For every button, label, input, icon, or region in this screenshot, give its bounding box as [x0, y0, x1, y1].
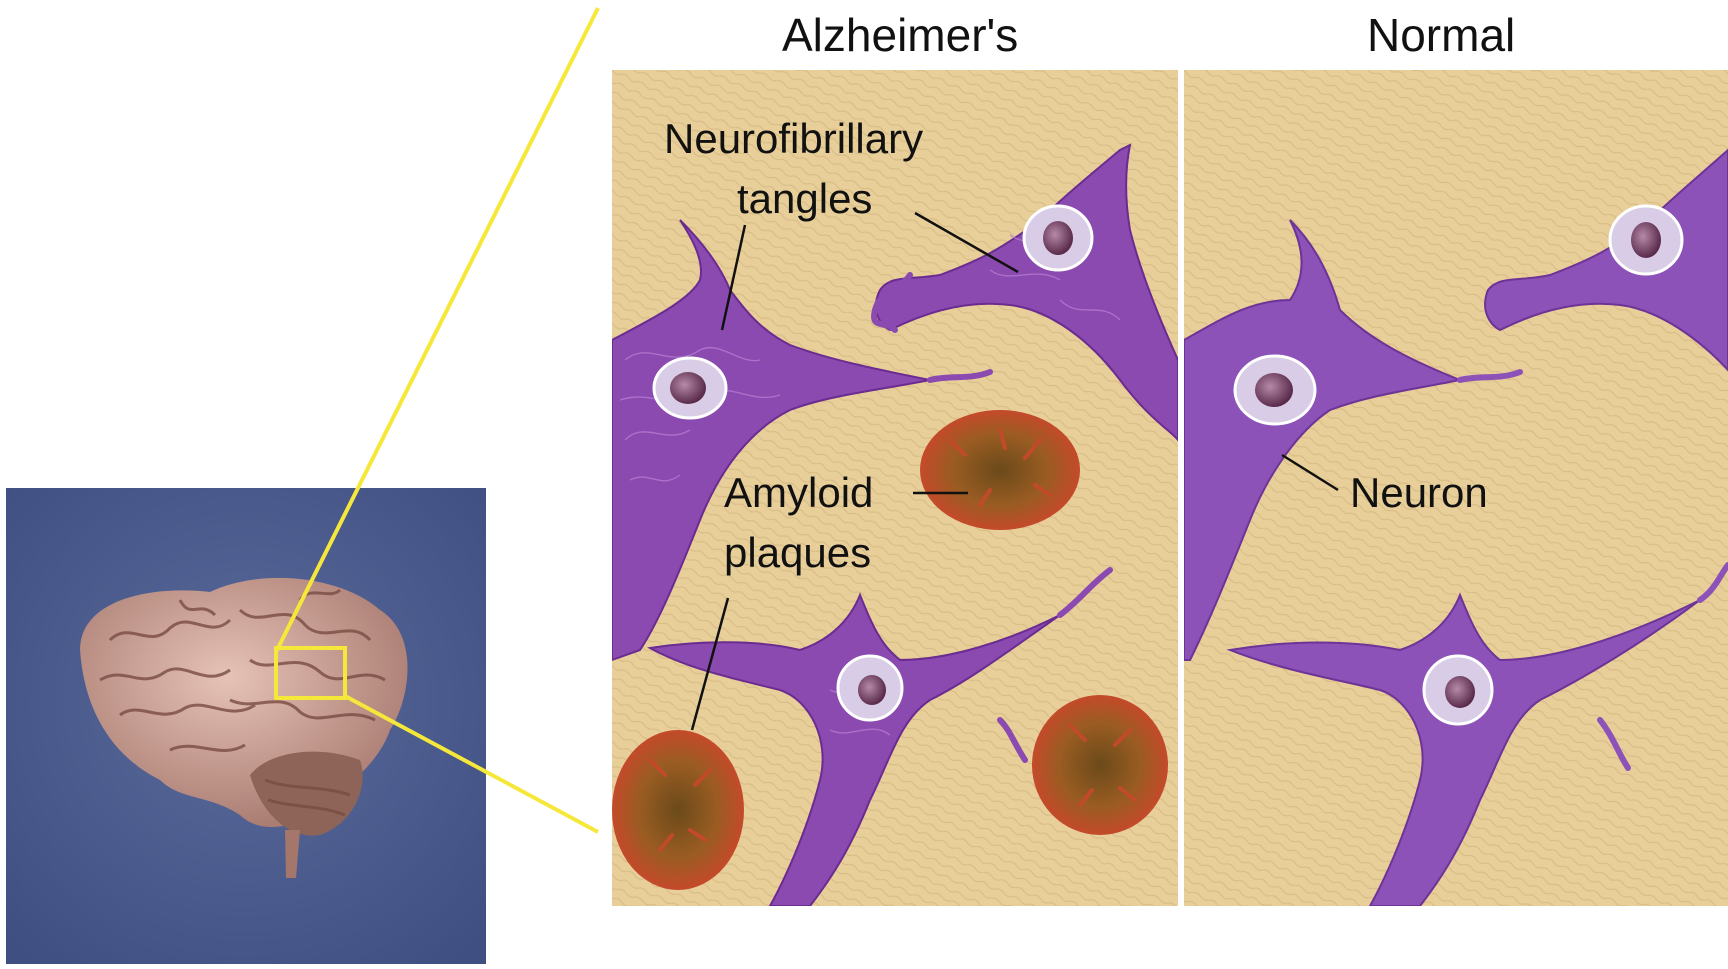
label-neuron: Neuron	[1350, 472, 1488, 514]
label-tangles-line2: tangles	[737, 178, 872, 220]
amyloid-plaque	[1032, 695, 1168, 835]
normal-title: Normal	[1367, 8, 1515, 62]
label-tangles-line1: Neurofibrillary	[664, 118, 923, 160]
amyloid-plaque	[920, 410, 1080, 530]
alzheimers-panel	[612, 70, 1178, 906]
label-plaques-line2: plaques	[724, 532, 871, 574]
alzheimers-title: Alzheimer's	[782, 8, 1018, 62]
amyloid-plaque	[612, 730, 744, 890]
label-plaques-line1: Amyloid	[724, 472, 873, 514]
brain-panel	[6, 488, 486, 964]
